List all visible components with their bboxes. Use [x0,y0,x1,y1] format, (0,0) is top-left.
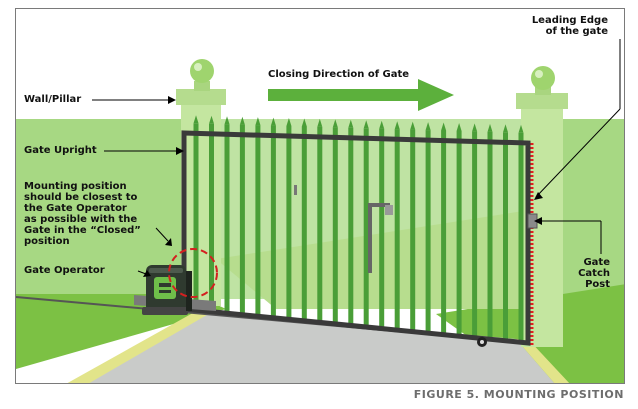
gate-bar-spike [209,115,214,124]
gate-bar [209,123,214,312]
gate-bar [301,126,307,321]
left-pillar-cap-base [194,81,210,91]
gate-bar [239,124,245,315]
curb-left [67,309,212,383]
operator-panel-slot [159,283,171,287]
gate-bar [193,123,199,311]
closing-direction-arrow [268,79,454,111]
mounting-position-circle [168,248,218,298]
background-wall [16,119,194,299]
gate-latch-box [385,205,393,215]
operator-panel [154,277,176,299]
gate-bar [270,125,276,318]
left-pillar-ball [190,59,214,83]
label-gate-operator: Gate Operator [24,265,105,276]
gate-bar [456,131,462,337]
gate-bar-spike [301,118,307,127]
right-pillar-cap [516,93,568,109]
gate-bar-spike [332,119,338,128]
label-gate-upright: Gate Upright [24,145,97,156]
gate-bar-spike [193,115,199,124]
gate-bar [224,124,230,314]
gate-bar [518,132,524,343]
gate-bar [332,127,338,325]
gate-latch-top [368,203,390,207]
leader-lines [92,39,621,275]
gate-small-bolt [294,185,297,195]
driveway [79,311,555,383]
label-leading-edge: Leading Edge of the gate [531,15,608,37]
gate-bar-spike [456,123,462,131]
gate-scene [16,39,624,383]
gate-bar [503,132,508,341]
gate-bar-spike [317,118,323,127]
operator-panel-slot-2 [159,290,171,293]
left-pillar-cap [176,89,226,105]
gate-bar [286,126,292,320]
right-pillar-ball [531,66,555,90]
gate-bar-spike [441,122,447,131]
label-mounting-position: Mounting position should be closest to t… [24,181,141,247]
gate-bar-spike [224,116,230,125]
curb-right [516,339,570,383]
gate-bars [193,115,524,343]
gate-bar [472,131,478,338]
gate-bar [441,130,447,335]
left-pillar-ball-shine [194,63,202,71]
gate-bar [363,128,369,327]
gate-bar-spike [255,117,261,126]
operator-shine [149,268,183,273]
gate-bar-spike [286,118,292,126]
operator-foot [142,307,188,315]
gate-bar [410,129,416,332]
gate-wheel-hub [480,340,484,344]
gate-bar-spike [425,122,431,131]
label-wall-pillar: Wall/Pillar [24,94,82,105]
gate-bar-spike [410,121,416,130]
gate-bar [394,129,400,331]
gate-bar [379,128,385,329]
gate-bar [317,126,323,323]
right-pillar-ball-shine [535,70,543,78]
grass-behind-gate [216,209,536,309]
gate-bar-spike [394,121,400,130]
gate-latch-handle [368,203,372,273]
gate-bar-spike [518,124,524,133]
operator-side [186,271,192,311]
gate-bar-spike [348,119,354,128]
gate-bar [255,125,261,317]
gate-bar-spike [472,123,478,132]
gate-bar-spike [270,117,276,126]
gate-bar-spike [379,120,385,129]
diagram-frame: Leading Edge of the gate Closing Directi… [15,8,625,384]
gate-bar-spike [503,124,508,133]
gate-bar-spike [487,123,493,132]
label-closing-direction: Closing Direction of Gate [268,69,410,80]
gate-bar [425,130,431,334]
label-gate-catch-post: Gate Catch Post [578,257,610,290]
gate-bar-spike [363,120,369,129]
gate-bar [348,127,354,326]
gate-bar [487,131,493,340]
figure-caption: FIGURE 5. MOUNTING POSITION [413,388,624,401]
leader-arrowheads [143,96,543,277]
gate-bar-spike [239,116,245,125]
